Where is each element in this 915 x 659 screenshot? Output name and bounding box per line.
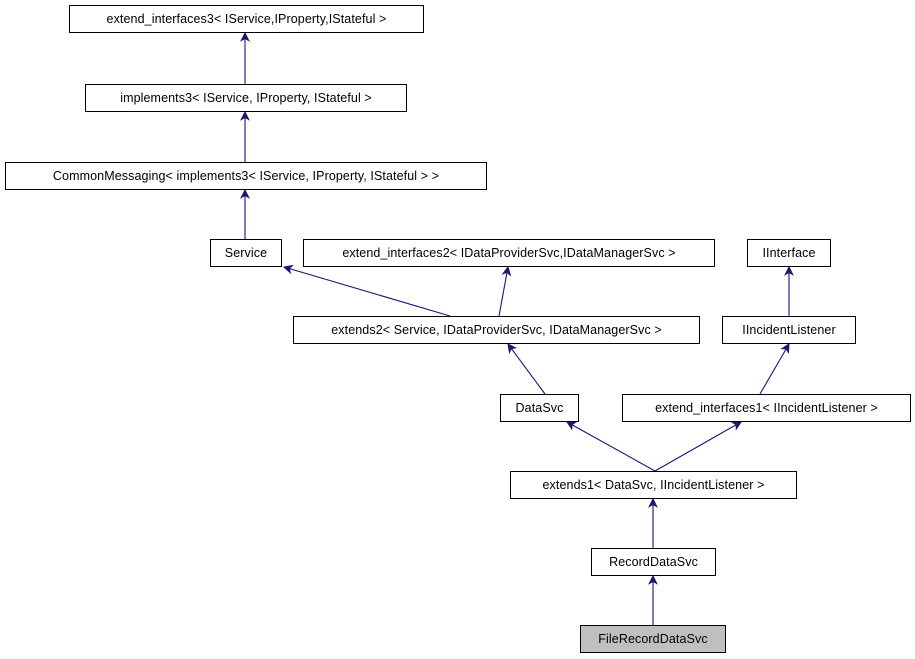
class-node-RecordDataSvc[interactable]: RecordDataSvc bbox=[591, 548, 716, 576]
inheritance-arrow-extends1-to-extend_interfaces1 bbox=[654, 421, 742, 472]
class-node-label: IInterface bbox=[762, 245, 816, 260]
class-node-label: implements3< IService, IProperty, IState… bbox=[120, 90, 372, 105]
class-node-extends2[interactable]: extends2< Service, IDataProviderSvc, IDa… bbox=[293, 316, 700, 344]
class-node-Service[interactable]: Service bbox=[210, 239, 282, 267]
inheritance-arrow-DataSvc-to-extends2 bbox=[507, 343, 546, 395]
class-node-FileRecordDataSvc[interactable]: FileRecordDataSvc bbox=[580, 625, 726, 653]
class-node-extend_interfaces3[interactable]: extend_interfaces3< IService,IProperty,I… bbox=[69, 5, 424, 33]
inheritance-arrow-extends1-to-DataSvc bbox=[566, 421, 656, 472]
class-node-implements3[interactable]: implements3< IService, IProperty, IState… bbox=[85, 84, 407, 112]
class-node-label: extend_interfaces3< IService,IProperty,I… bbox=[106, 11, 387, 26]
class-node-label: extend_interfaces1< IIncidentListener > bbox=[655, 400, 878, 415]
class-node-DataSvc[interactable]: DataSvc bbox=[500, 394, 579, 422]
class-node-extends1[interactable]: extends1< DataSvc, IIncidentListener > bbox=[510, 471, 797, 499]
class-node-label: FileRecordDataSvc bbox=[598, 631, 708, 646]
class-node-IIncidentListener[interactable]: IIncidentListener bbox=[722, 316, 856, 344]
class-node-label: Service bbox=[224, 245, 268, 260]
inheritance-arrow-extends2-to-extend_interfaces2 bbox=[498, 265, 512, 317]
class-node-label: extend_interfaces2< IDataProviderSvc,IDa… bbox=[342, 245, 676, 260]
class-node-label: extends2< Service, IDataProviderSvc, IDa… bbox=[331, 322, 662, 337]
inheritance-arrow-extend_interfaces1-to-IIncidentListener bbox=[759, 343, 790, 395]
class-node-label: IIncidentListener bbox=[742, 322, 836, 337]
inheritance-arrow-extends2-to-Service bbox=[282, 264, 451, 317]
class-node-label: extends1< DataSvc, IIncidentListener > bbox=[542, 477, 765, 492]
class-node-extend_interfaces2[interactable]: extend_interfaces2< IDataProviderSvc,IDa… bbox=[303, 239, 715, 267]
class-node-IInterface[interactable]: IInterface bbox=[747, 239, 831, 267]
class-node-label: CommonMessaging< implements3< IService, … bbox=[52, 168, 440, 183]
class-node-label: DataSvc bbox=[515, 400, 564, 415]
class-node-CommonMessaging[interactable]: CommonMessaging< implements3< IService, … bbox=[5, 162, 487, 190]
class-node-extend_interfaces1[interactable]: extend_interfaces1< IIncidentListener > bbox=[622, 394, 911, 422]
class-node-label: RecordDataSvc bbox=[609, 554, 698, 569]
